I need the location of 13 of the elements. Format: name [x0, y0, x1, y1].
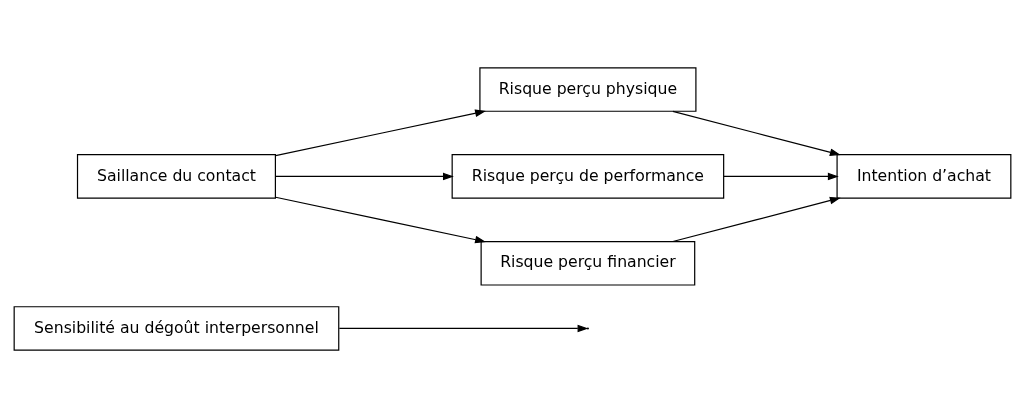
node-box: Risque perçu physique	[479, 66, 697, 112]
node-box: Risque perçu de performance	[451, 153, 725, 199]
arrow	[672, 196, 841, 242]
node-box: Sensibilité au dégoût interpersonnel	[13, 305, 340, 351]
arrow	[275, 108, 486, 156]
arrow	[338, 324, 589, 332]
node-box: Saillance du contact	[76, 153, 276, 199]
arrow	[275, 172, 454, 180]
arrow	[275, 196, 486, 243]
arrow	[723, 172, 839, 180]
node-box: Risque perçu financier	[480, 240, 696, 286]
arrow	[672, 110, 841, 156]
node-box: Intention d’achat	[836, 153, 1012, 199]
